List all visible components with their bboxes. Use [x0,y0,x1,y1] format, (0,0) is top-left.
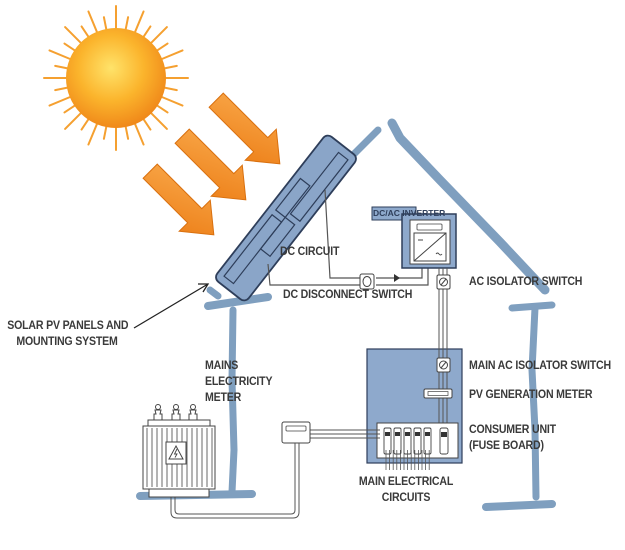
fuse-board [376,422,459,459]
dc-ac-inverter [371,206,457,269]
ac-isolator-switch-label: AC ISOLATOR SWITCH [469,276,583,288]
fuse-switch [425,432,430,436]
main-ac-isolator-switch [436,357,451,373]
sun-ray [124,126,130,140]
mains-meter-label-line2: ELECTRICITY [205,376,273,388]
dc-disconnect-switch-label: DC DISCONNECT SWITCH [283,289,413,301]
dc-ac-converter-icon [413,232,447,262]
mains-meter-label-line1: MAINS [205,360,239,372]
bushing-cap [155,404,161,410]
sun-ray [54,86,68,92]
pv-generation-meter [423,388,453,399]
solar-pv-panels-label-line1: SOLAR PV PANELS AND [7,320,129,332]
sun-ray [54,64,68,70]
fuse [423,427,432,455]
sun-ray [150,112,168,130]
solar-pv-panels-label-line2: MOUNTING SYSTEM [16,336,118,348]
bushing-cap [190,404,196,410]
fuse [393,427,402,455]
pv-generation-meter-label: PV GENERATION METER [469,389,593,401]
fuse-switch [415,432,420,436]
sun-ray [87,123,98,146]
sun-ray [102,126,108,140]
sun-ray [63,104,76,114]
lightning-warning-icon [165,441,187,465]
main-electrical-circuits-label: MAIN ELECTRICAL CIRCUITS [354,474,457,506]
main-electrical-circuits-label-line2: CIRCUITS [381,492,431,504]
arrow-down-right-icon [142,163,215,236]
sun-ray [64,112,82,130]
sun-icon [43,5,189,151]
sun-ray [142,118,152,131]
arrow-down-right-icon [208,92,281,165]
sun-ray [124,16,130,30]
consumer-unit-label-line1: CONSUMER UNIT [469,424,556,436]
house-outline [136,118,556,511]
sun-ray [134,123,145,146]
solar-pv-panels-label: SOLAR PV PANELS AND MOUNTING SYSTEM [7,318,129,350]
bushing-cap [173,404,179,410]
mains-meter-label: MAINS ELECTRICITY METER [205,358,273,406]
transformer-bushing [171,409,181,421]
sun-ray [134,10,145,33]
consumer-unit-panel [366,340,463,470]
sun-ray [142,25,152,38]
dc-flow-arrow [394,274,400,282]
sun-ray [161,49,184,60]
sun-ray [161,96,184,107]
transformer-bushing [153,409,163,421]
arrow-down-right-icon [174,128,247,201]
mains-wires [310,429,380,439]
sun-ray [48,96,71,107]
solar-pv-panel [215,134,357,302]
mains-electricity-meter [281,421,311,444]
sun-ray [164,86,178,92]
inverter-label: DC/AC INVERTER [373,208,446,218]
sun-ray [102,16,108,30]
sun-ray [80,25,90,38]
sun-ray [87,10,98,33]
sun-ray [164,64,178,70]
sun-ray [156,42,169,52]
fuse-switch [405,432,410,436]
transformer-bushing [188,409,198,421]
sunlight-arrows [142,92,281,236]
dc-circuit-label: DC CIRCUIT [280,246,340,258]
sun-ray [63,42,76,52]
main-ac-isolator-switch-label: MAIN AC ISOLATOR SWITCH [469,360,611,372]
supply-cable [170,443,300,519]
fuse-switch [385,432,390,436]
transformer-icon [142,404,216,498]
sun-ray [156,104,169,114]
sun-ray [150,26,168,44]
ac-isolator-switch [436,274,451,290]
consumer-unit-label: CONSUMER UNIT (FUSE BOARD) [469,422,556,454]
sun-ray [64,26,82,44]
sun-ray [48,49,71,60]
dc-disconnect-switch [359,273,375,290]
main-electrical-circuits-label-line1: MAIN ELECTRICAL [358,476,454,488]
mains-meter-label-line3: METER [205,392,242,404]
sun-ray [80,118,90,131]
fuse-switch [395,432,400,436]
pointer-arrow [133,283,210,329]
consumer-unit-label-line2: (FUSE BOARD) [469,440,544,452]
